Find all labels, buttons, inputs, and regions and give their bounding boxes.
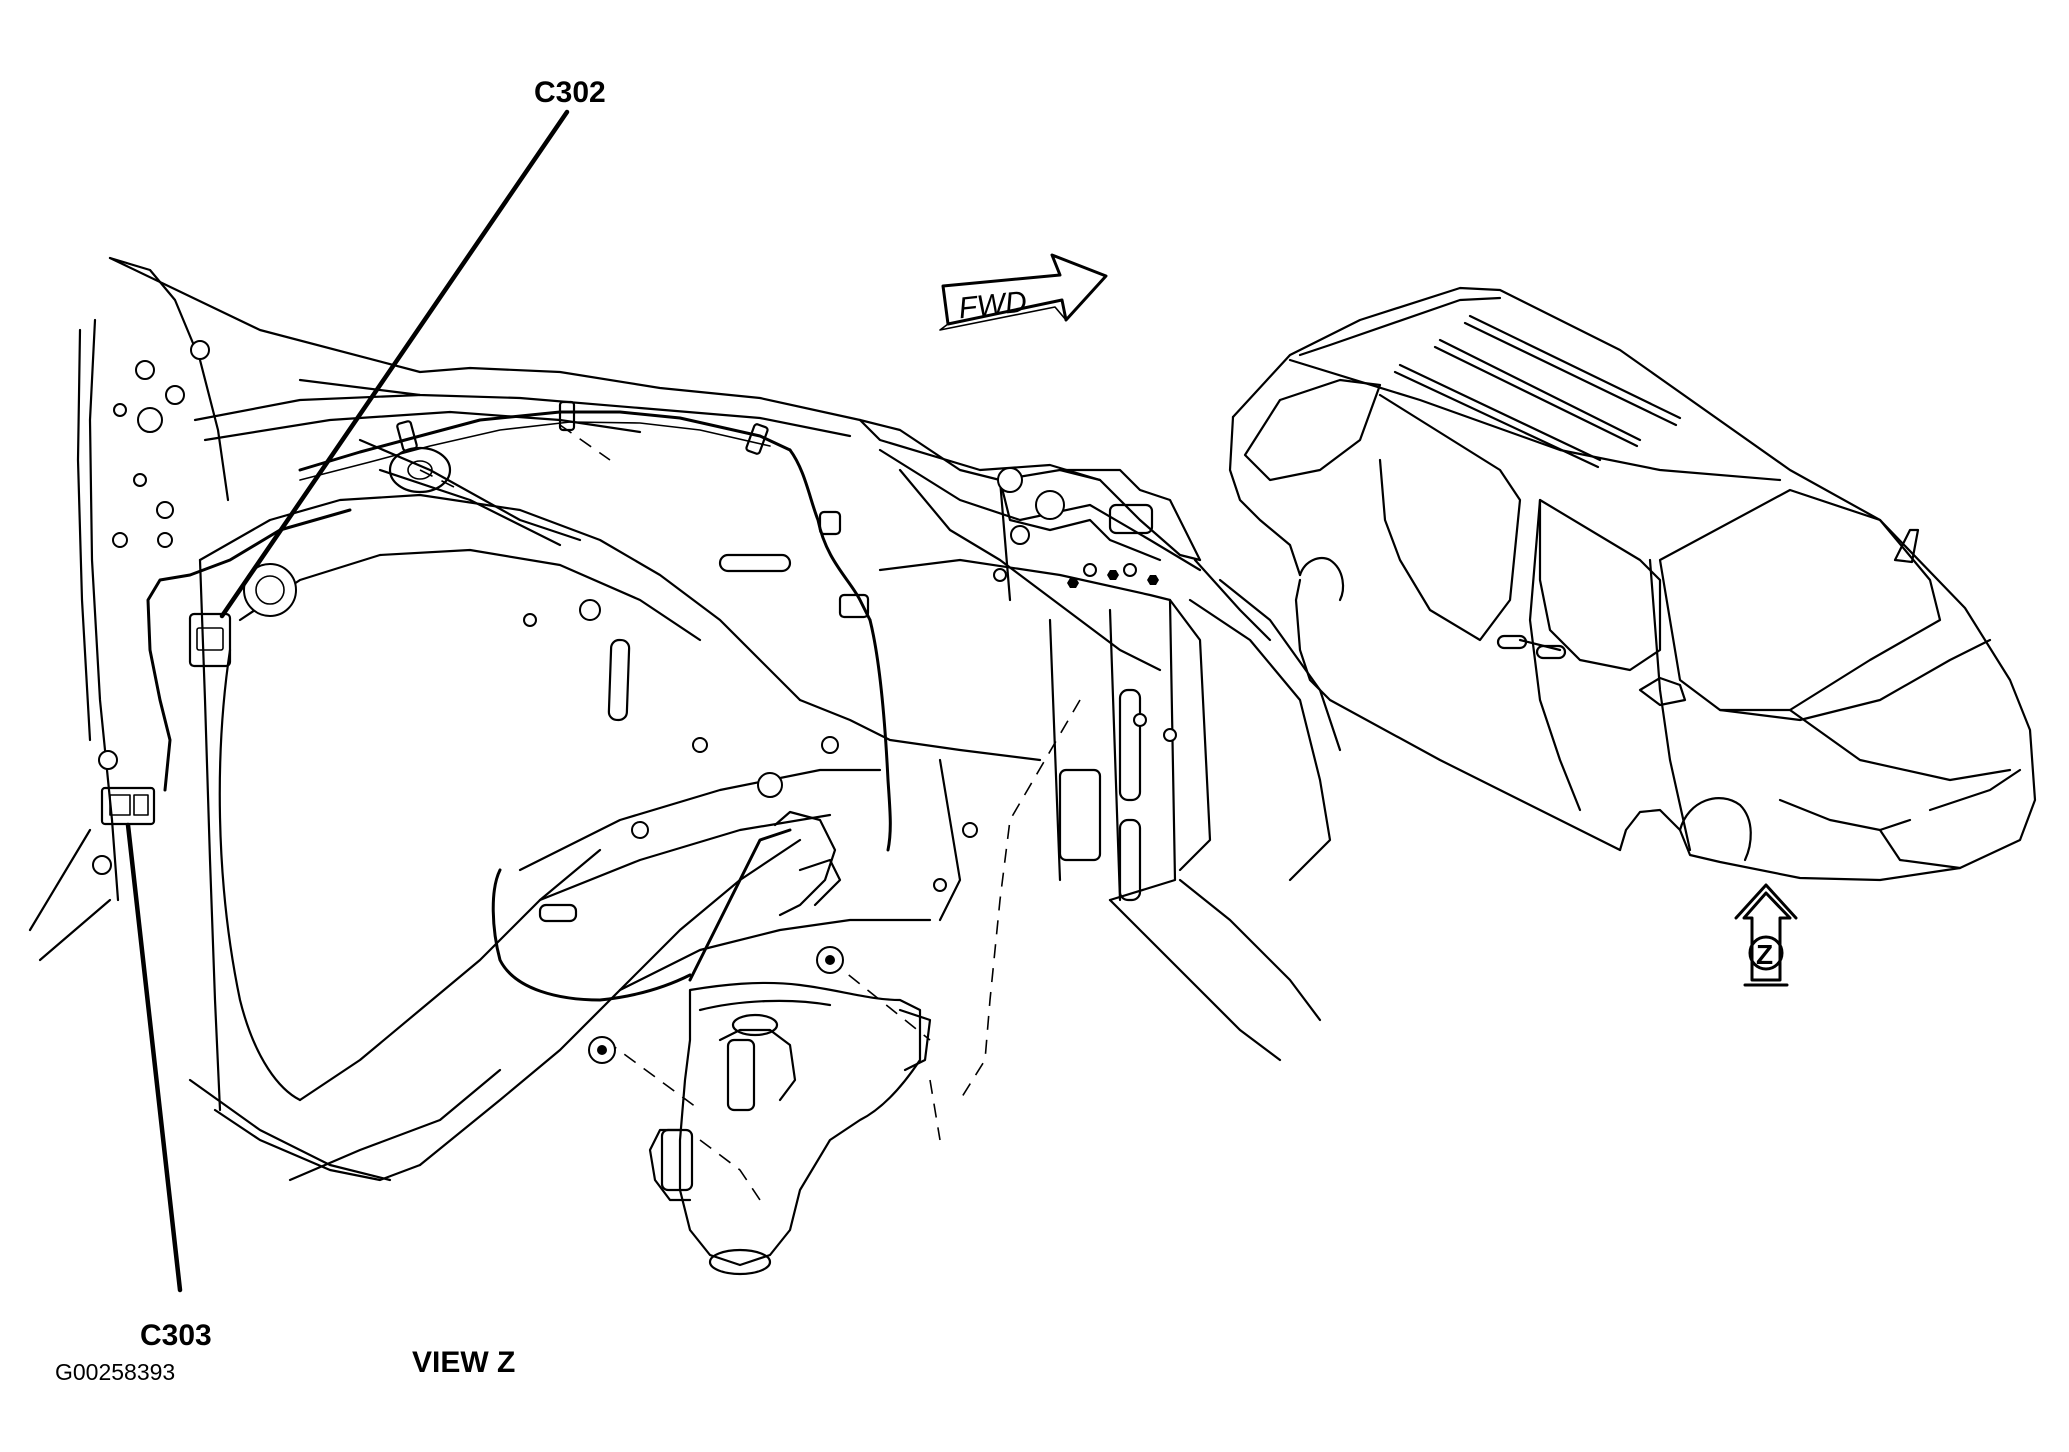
figure-id: G00258393 [55,1359,175,1385]
bolt-left [588,1036,616,1064]
c302-leader-line [219,109,570,619]
c303-leader-line [125,822,183,1293]
minivan-outline-icon [1228,286,2037,882]
view-marker-letter: Z [1756,939,1773,970]
c302-connector-drawing [188,563,297,668]
view-label: VIEW Z [412,1346,515,1379]
c303-label: C303 [140,1319,212,1352]
fwd-label: FWD [957,285,1028,325]
engine-compartment-drawing [28,256,1342,1276]
washer-reservoir-drawing [648,981,932,1276]
c302-label: C302 [534,76,606,109]
forward-arrow-icon: FWD [939,253,1108,331]
bolt-right [816,946,844,974]
view-direction-arrow-icon: Z [1734,883,1798,987]
